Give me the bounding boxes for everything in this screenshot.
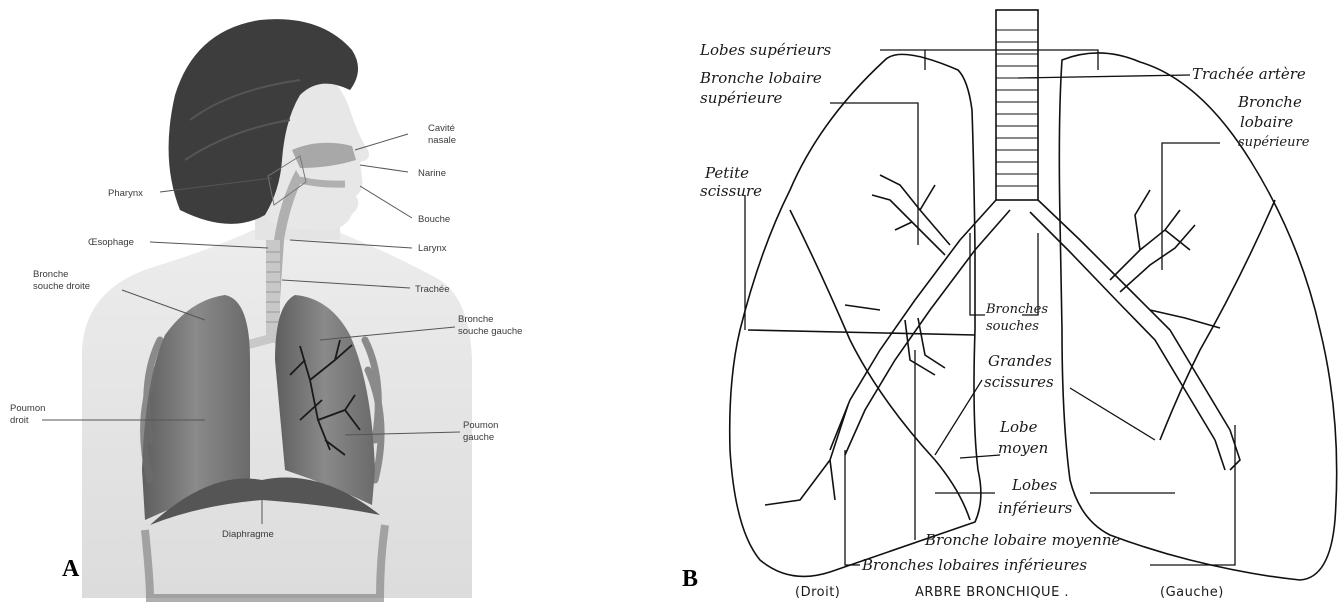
label-pharynx: Pharynx xyxy=(108,188,143,199)
b-label-lobes-inferieurs-2: inférieurs xyxy=(998,499,1073,517)
b-label-bronche-r-2: lobaire xyxy=(1240,113,1293,131)
b-label-trachee-artere: Trachée artère xyxy=(1192,65,1306,83)
label-larynx: Larynx xyxy=(418,243,447,254)
b-trachea-drawing xyxy=(996,10,1038,200)
label-oesophage: Œsophage xyxy=(88,237,134,248)
panel-a-illustration: Cavité nasale Narine Pharynx Bouche Œsop… xyxy=(10,19,522,598)
b-label-gauche: (Gauche) xyxy=(1160,585,1224,600)
label-cavite-nasale-1: Cavité xyxy=(428,123,455,134)
b-label-lobe-moyen-2: moyen xyxy=(998,439,1048,457)
label-bronche-droite-2: souche droite xyxy=(33,281,90,292)
label-poumon-gauche-1: Poumon xyxy=(463,420,498,431)
label-bronche-gauche-1: Bronche xyxy=(458,314,493,325)
label-bronche-droite-1: Bronche xyxy=(33,269,68,280)
b-label-grandes-scissures-2: scissures xyxy=(984,373,1054,391)
b-label-bronches-souches-1: Bronches xyxy=(985,302,1048,317)
b-label-bronches-lobaires-inferieures: Bronches lobaires inférieures xyxy=(861,556,1087,574)
label-bronche-gauche-2: souche gauche xyxy=(458,326,522,337)
b-label-grandes-scissures-1: Grandes xyxy=(988,352,1052,370)
label-trachee: Trachée xyxy=(415,284,450,295)
b-label-droit: (Droit) xyxy=(795,585,840,600)
b-label-lobes-superieurs: Lobes supérieurs xyxy=(699,41,831,59)
label-bouche: Bouche xyxy=(418,214,450,225)
b-label-bronche-lobaire-moyenne: Bronche lobaire moyenne xyxy=(924,531,1121,549)
label-cavite-nasale-2: nasale xyxy=(428,135,456,146)
b-label-bronche-r-1: Bronche xyxy=(1237,93,1302,111)
b-label-lobes-inferieurs-1: Lobes xyxy=(1011,476,1057,494)
b-label-lobe-moyen-1: Lobe xyxy=(999,418,1038,436)
label-narine: Narine xyxy=(418,168,446,179)
b-label-bronche-lobaire-sup-1: Bronche lobaire xyxy=(699,69,822,87)
b-label-titre: ARBRE BRONCHIQUE . xyxy=(915,585,1069,600)
b-label-petite-scissure-1: Petite xyxy=(704,164,749,182)
label-poumon-droit-2: droit xyxy=(10,415,29,426)
b-label-bronches-souches-2: souches xyxy=(986,319,1039,334)
label-poumon-droit-1: Poumon xyxy=(10,403,45,414)
label-poumon-gauche-2: gauche xyxy=(463,432,494,443)
panel-a-letter: A xyxy=(62,556,80,582)
label-diaphragme: Diaphragme xyxy=(222,529,274,540)
panel-b-illustration: Lobes supérieurs Bronche lobaire supérie… xyxy=(682,10,1337,600)
b-label-bronche-r-3: supérieure xyxy=(1238,135,1310,150)
b-label-petite-scissure-2: scissure xyxy=(700,182,762,200)
b-label-bronche-lobaire-sup-2: supérieure xyxy=(700,89,783,107)
b-left-lung-outline xyxy=(1059,53,1336,580)
b-right-lung-outline xyxy=(730,54,981,576)
panel-b-letter: B xyxy=(682,566,698,592)
